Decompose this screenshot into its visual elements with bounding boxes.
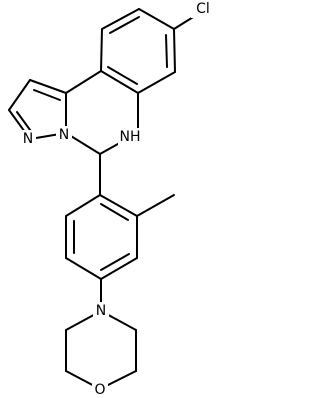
pyrazole-n2-atom-label: N [23, 131, 33, 147]
pyrazole-bond-2 [8, 79, 31, 111]
benzene-bond-2 [101, 8, 140, 30]
benzene-bond-6 [100, 70, 139, 94]
aryl-bond-6 [99, 194, 138, 217]
atom-mask-layer [20, 0, 215, 398]
pyrazole-inner-bond-1 [33, 89, 61, 101]
methyl-bond [136, 194, 175, 217]
aryl-bond-4 [100, 257, 138, 280]
central-ring-bond-1 [65, 70, 102, 94]
benzene-inner-bond-3 [107, 66, 138, 85]
nh-label-mask [118, 128, 142, 146]
morpholine-n-label-mask [93, 302, 109, 320]
benzene-bond-1 [100, 28, 103, 72]
morpholine-n-atom-label: N [96, 303, 106, 319]
chlorine-atom-label: Cl [196, 1, 210, 17]
pyrazole-n1-label-mask [56, 126, 72, 144]
benzene-bond-4 [173, 28, 176, 73]
benzene-inner-bond-1 [109, 16, 140, 34]
pyrazole-bond-1 [29, 79, 67, 94]
nh-atom-label: NH [120, 129, 141, 145]
benzene-bond-5 [137, 71, 176, 94]
atom-label-layer: Cl NH N N N O [23, 1, 210, 398]
aryl-inner-bond-3 [100, 203, 129, 221]
chlorine-label-mask [191, 0, 215, 18]
morpholine-o-label-mask [92, 381, 108, 398]
aryl-bond-3 [65, 257, 102, 280]
aryl-bond-1 [65, 194, 101, 217]
benzene-inner-bond-2 [165, 34, 168, 68]
pyrazole-n2-label-mask [20, 130, 36, 148]
benzene-bond-3 [138, 8, 175, 30]
bond-layer [8, 8, 199, 390]
aryl-inner-bond-2 [100, 253, 130, 271]
morpholine-o-atom-label: O [94, 382, 105, 398]
chemical-structure-diagram: Cl NH N N N O [8, 0, 215, 398]
pyrazole-n1-atom-label: N [59, 127, 69, 143]
